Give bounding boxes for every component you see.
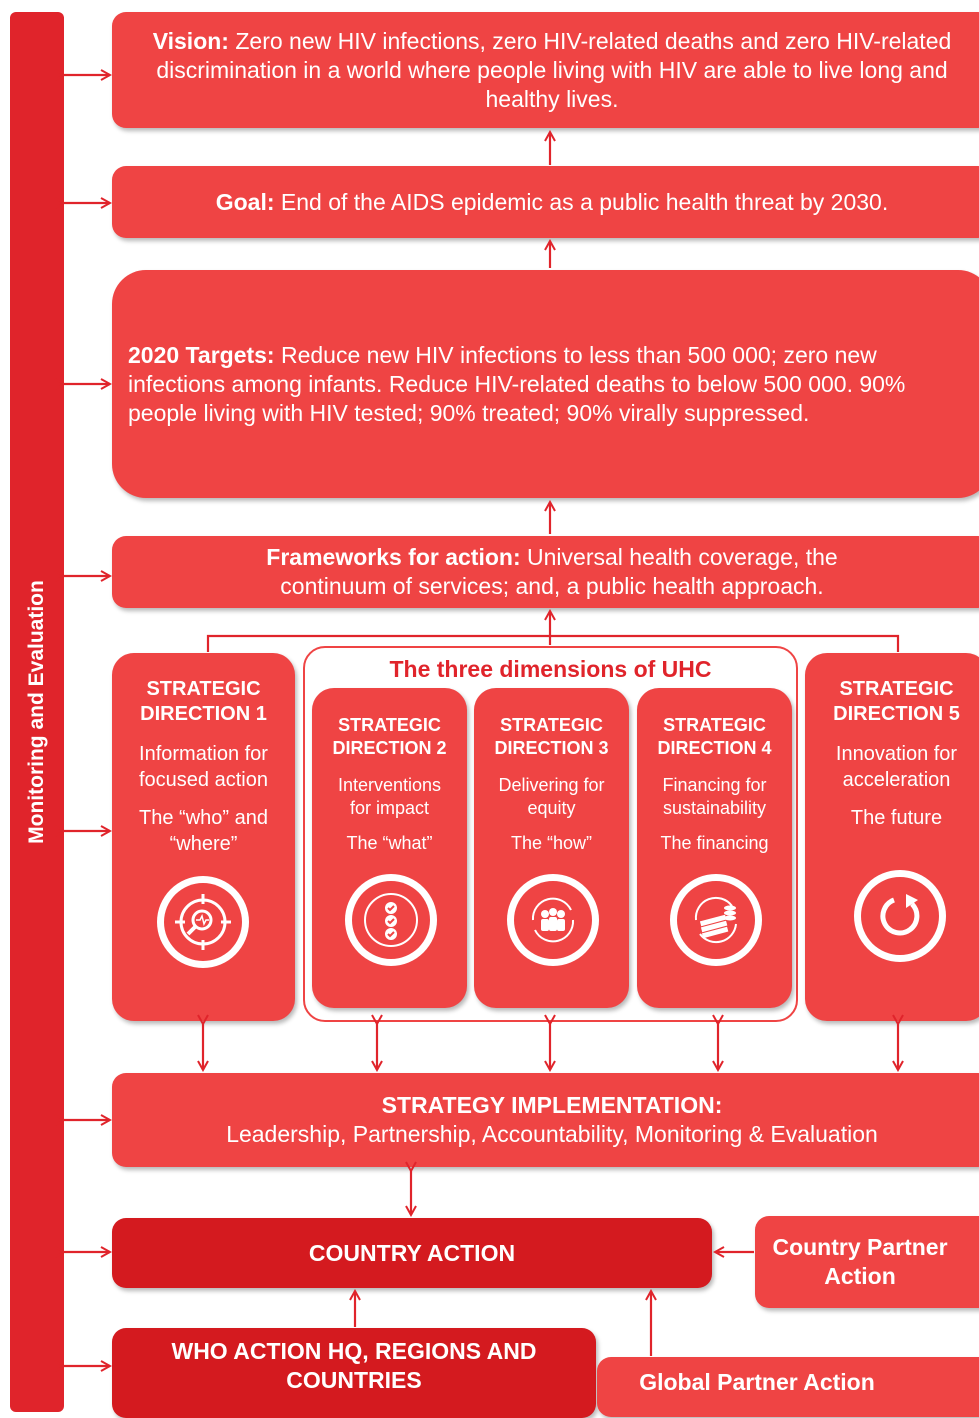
monitoring-evaluation-bar: [10, 12, 64, 1412]
sd1-tagline: The “who” and “where”: [139, 807, 268, 855]
sd1-subtitle: Information for focused action: [139, 743, 268, 791]
sd2-subtitle: Interventions for impact: [337, 775, 442, 818]
who-action-label: WHO ACTION HQ, REGIONS AND COUNTRIES: [171, 1338, 537, 1393]
sd4-tagline: The financing: [660, 833, 769, 853]
vision-text: Zero new HIV infections, zero HIV-relate…: [156, 27, 952, 112]
targets-label: 2020 Targets:: [128, 341, 275, 368]
strategic-direction-5: STRATEGIC DIRECTION 5 Innovation for acc…: [805, 653, 979, 1021]
sd1-title: STRATEGIC DIRECTION 1: [140, 678, 267, 725]
circular-arrow-icon: [854, 870, 946, 962]
who-action-box: WHO ACTION HQ, REGIONS AND COUNTRIES: [112, 1328, 596, 1418]
sd4-subtitle: Financing for sustainability: [662, 775, 767, 818]
global-partner-action-label: Global Partner Action: [639, 1368, 875, 1395]
strategic-direction-4: STRATEGIC DIRECTION 4 Financing for sust…: [637, 688, 792, 1008]
vision-label: Vision:: [152, 27, 229, 54]
sd3-subtitle: Delivering for equity: [498, 775, 605, 818]
sd4-title: STRATEGIC DIRECTION 4: [657, 715, 772, 758]
targets-text: Reduce new HIV infections to less than 5…: [128, 341, 906, 426]
targets-box: 2020 Targets: Reduce new HIV infections …: [112, 270, 979, 498]
frameworks-box: Frameworks for action: Universal health …: [112, 536, 979, 608]
checklist-icon: [345, 874, 437, 966]
magnifier-target-icon: [157, 876, 249, 968]
goal-box: Goal: End of the AIDS epidemic as a publ…: [112, 166, 979, 238]
directions-bracket: [206, 634, 900, 652]
implementation-box: STRATEGY IMPLEMENTATION: Leadership, Par…: [112, 1073, 979, 1167]
people-group-icon: [507, 874, 599, 966]
country-action-label: COUNTRY ACTION: [308, 1239, 516, 1266]
frameworks-label: Frameworks for action:: [266, 544, 521, 570]
uhc-dimensions-title: The three dimensions of UHC: [389, 656, 712, 682]
strategic-direction-2: STRATEGIC DIRECTION 2 Interventions for …: [312, 688, 467, 1008]
strategic-direction-1: STRATEGIC DIRECTION 1 Information for fo…: [112, 653, 295, 1021]
goal-label: Goal:: [215, 188, 275, 215]
sd5-title: STRATEGIC DIRECTION 5: [833, 678, 960, 725]
country-action-box: COUNTRY ACTION: [112, 1218, 712, 1288]
country-partner-action-label: Country Partner Action: [772, 1234, 948, 1289]
sd3-tagline: The “how”: [510, 833, 593, 853]
money-coins-icon: [670, 874, 762, 966]
implementation-text: Leadership, Partnership, Accountability,…: [226, 1121, 878, 1147]
sd5-tagline: The future: [850, 807, 943, 829]
sd5-subtitle: Innovation for acceleration: [835, 743, 958, 791]
sd2-title: STRATEGIC DIRECTION 2: [332, 715, 447, 758]
frameworks-text: Universal health coverage, the continuum…: [280, 544, 838, 599]
sd3-title: STRATEGIC DIRECTION 3: [494, 715, 609, 758]
country-partner-action-box: Country Partner Action: [755, 1216, 979, 1308]
goal-text: End of the AIDS epidemic as a public hea…: [274, 188, 889, 215]
vision-box: Vision: Zero new HIV infections, zero HI…: [112, 12, 979, 128]
implementation-title: STRATEGY IMPLEMENTATION:: [381, 1092, 723, 1118]
sd2-tagline: The “what”: [346, 833, 433, 853]
strategic-direction-3: STRATEGIC DIRECTION 3 Delivering for equ…: [474, 688, 629, 1008]
